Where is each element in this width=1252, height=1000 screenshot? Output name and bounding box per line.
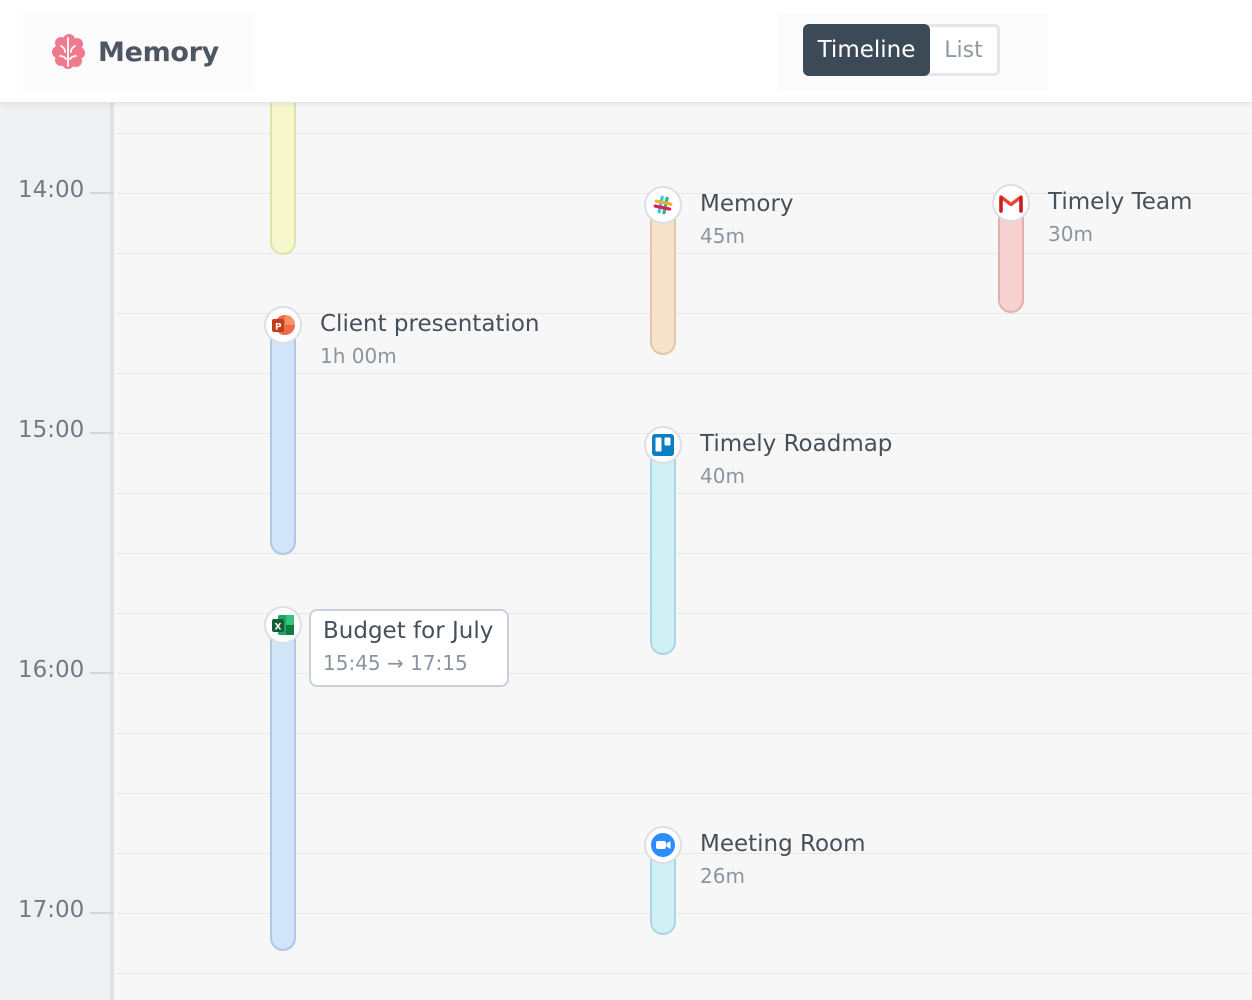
event-duration-timely-roadmap: 40m [700,464,745,488]
time-column [0,103,114,1000]
zoom-logo [651,833,675,857]
grid-line [118,613,1252,614]
event-title-timely-team: Timely Team [1048,189,1193,215]
brain-icon [52,34,85,69]
event-time-range-budget-july: 15:45 → 17:15 [323,651,468,675]
svg-text:X: X [275,623,282,633]
zoom-icon [644,826,682,864]
grid-line [118,913,1252,914]
time-label-16: 16:00 [18,657,85,683]
event-bar-yellow[interactable] [270,96,296,255]
grid-line [118,673,1252,674]
time-label-15: 15:00 [18,417,85,443]
brand[interactable]: Memory [23,12,253,92]
event-title-timely-roadmap: Timely Roadmap [700,431,893,457]
app-name: Memory [98,36,219,68]
event-title-memory: Memory [700,191,794,217]
tab-list[interactable]: List [944,37,983,63]
slack-logo [653,195,673,215]
event-duration-memory: 45m [700,224,745,248]
event-bar-budget-july[interactable] [270,615,296,951]
powerpoint-logo: P [272,315,295,335]
grid-line [118,793,1252,794]
grid-line [118,853,1252,854]
grid-line [118,193,1252,194]
event-title-budget-july: Budget for July [323,618,494,644]
svg-text:P: P [275,323,282,333]
grid-line [118,973,1252,974]
tab-timeline[interactable]: Timeline [803,24,930,76]
gmail-icon [992,184,1030,222]
grid-line [118,733,1252,734]
grid-line [118,433,1252,434]
grid-line [118,553,1252,554]
gmail-logo [999,195,1023,213]
time-label-14: 14:00 [18,177,85,203]
event-bar-timely-roadmap[interactable] [650,435,676,655]
time-label-17: 17:00 [18,897,85,923]
app-header: Memory Timeline List [0,0,1252,103]
event-title-meeting-room: Meeting Room [700,831,866,857]
event-duration-timely-team: 30m [1048,222,1093,246]
time-tick [90,672,114,674]
time-tick [90,432,114,434]
grid-line [118,313,1252,314]
powerpoint-icon: P [264,306,302,344]
event-tooltip-budget-july[interactable]: Budget for July 15:45 → 17:15 [309,609,509,687]
time-tick [90,192,114,194]
trello-logo [652,434,674,456]
event-title-client-presentation: Client presentation [320,311,540,337]
excel-logo: X [272,615,294,635]
grid-line [118,253,1252,254]
grid-line [118,373,1252,374]
time-tick [90,912,114,914]
excel-icon: X [264,606,302,644]
event-duration-client-presentation: 1h 00m [320,344,397,368]
trello-icon [644,426,682,464]
event-bar-client-presentation[interactable] [270,315,296,555]
grid-line [118,133,1252,134]
slack-icon [644,186,682,224]
event-duration-meeting-room: 26m [700,864,745,888]
grid-line [118,493,1252,494]
